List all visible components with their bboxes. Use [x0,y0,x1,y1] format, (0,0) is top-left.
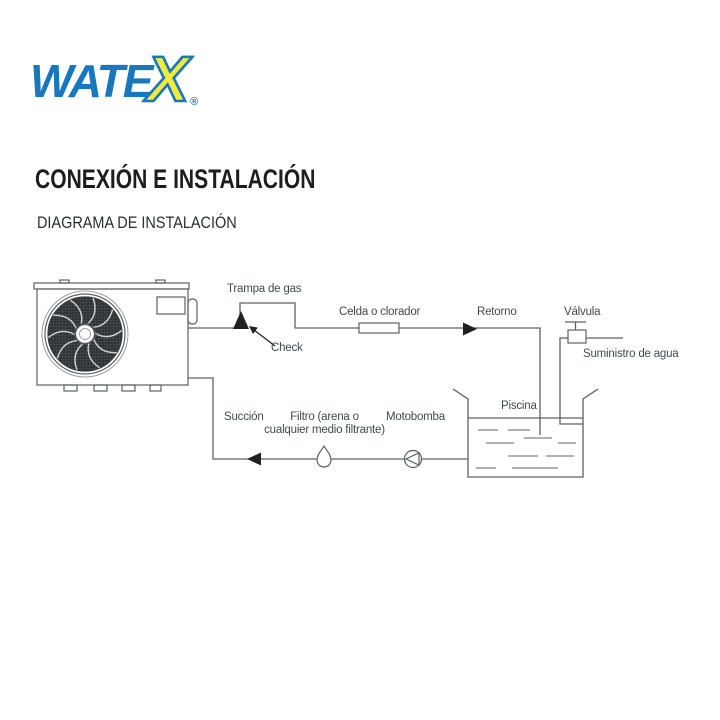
label-filter-line1: Filtro (arena o [290,411,359,423]
label-suction: Succión [224,411,264,423]
check-valve-icon [233,311,249,329]
label-filter: Filtro (arena o cualquier medio filtrant… [252,411,397,437]
logo-word: WATE [30,55,153,107]
label-pool: Piscina [501,400,537,412]
check-pointer-arrow-icon [249,326,276,347]
return-flow-arrow-icon [463,322,477,336]
logo-x-letter: X [145,42,190,117]
watex-logo: WATEX® [30,38,199,117]
diagram-subtitle: DIAGRAMA DE INSTALACIÓN [37,213,237,232]
label-return: Retorno [477,306,517,318]
label-filter-line2: cualquier medio filtrante) [264,424,385,436]
piping-lines [188,302,623,460]
page-title: CONEXIÓN E INSTALACIÓN [35,164,316,194]
label-gas-trap: Trampa de gas [227,283,302,295]
pump-icon [403,449,423,469]
label-check: Check [271,342,303,354]
filter-icon [316,444,332,468]
fan-icon [41,290,129,378]
label-water-supply: Suministro de agua [583,348,679,360]
valve-icon [567,329,587,344]
label-chlorinator-cell: Celda o clorador [339,306,421,318]
registered-trademark-icon: ® [190,96,199,108]
label-valve: Válvula [564,306,601,318]
pool-icon [452,388,599,478]
suction-flow-arrow-icon [247,452,261,466]
heat-pump-icon [33,279,198,392]
chlorinator-cell-icon [358,322,400,334]
label-motor-pump: Motobomba [386,411,445,423]
